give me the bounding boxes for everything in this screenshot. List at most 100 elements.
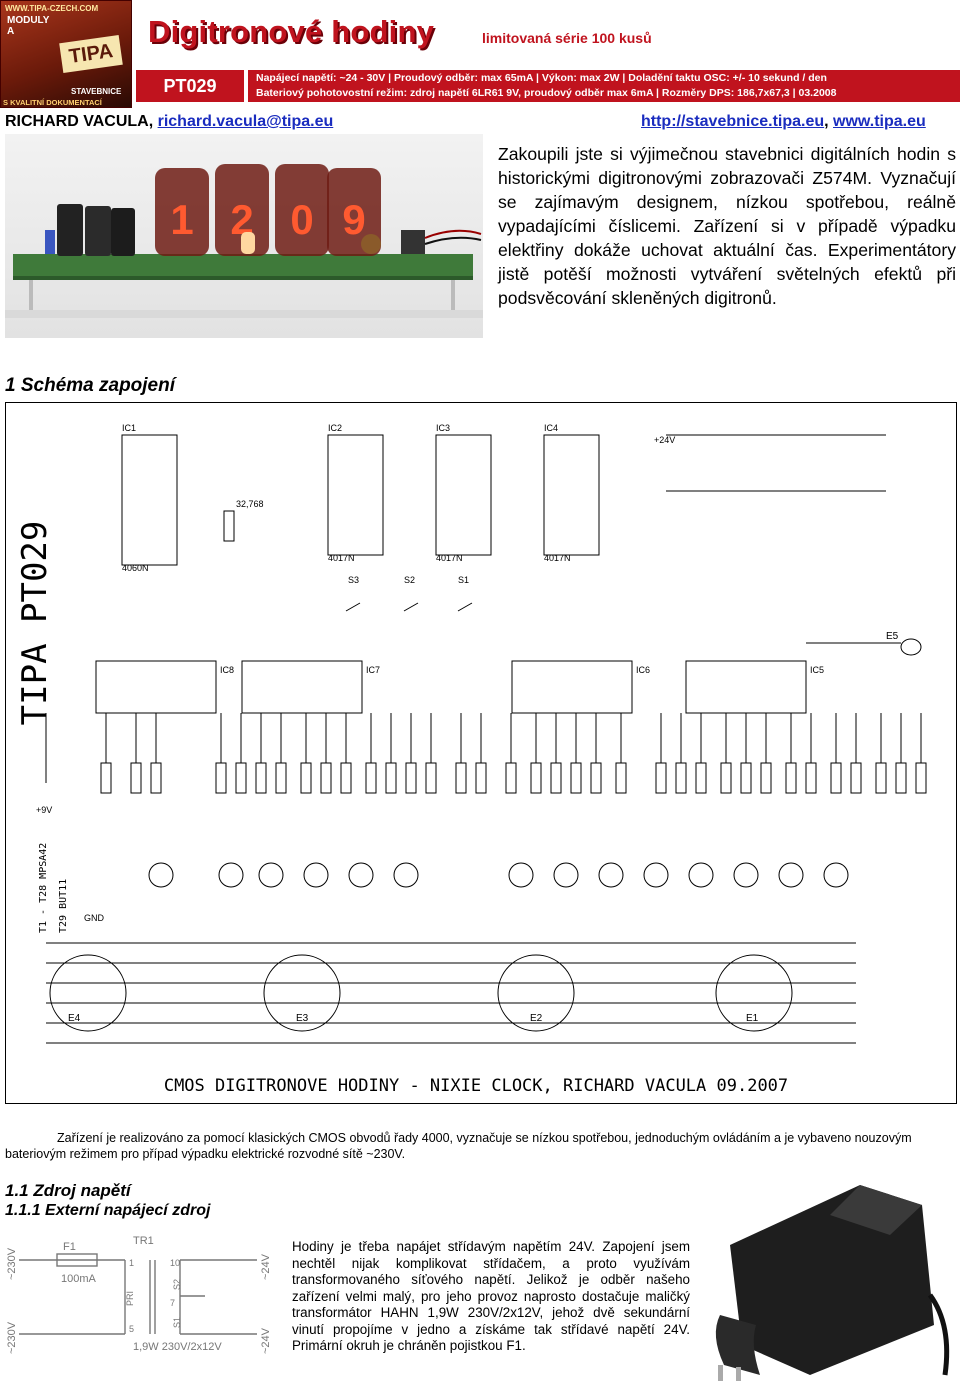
psu-input-bottom-label: ~230V	[6, 1321, 18, 1354]
switch-s1-label: S1	[458, 575, 469, 585]
ic6-label: IC6	[636, 665, 650, 675]
logo-doc-text: S KVALITNÍ DOKUMENTACÍ	[3, 98, 102, 107]
web-link-separator: ,	[824, 113, 834, 130]
power-wire-red	[424, 229, 482, 239]
product-photo-drawing: 1 2 0 9	[5, 164, 483, 318]
tube-e2-symbol	[497, 954, 575, 1032]
trimmer	[45, 230, 55, 254]
adapter-plug	[715, 1315, 760, 1375]
rail-24v-label: +24V	[654, 435, 675, 445]
author-line: RICHARD VACULA, richard.vacula@tipa.eu	[5, 113, 333, 131]
psu-input-top-label: ~230V	[6, 1247, 18, 1280]
psu-secondary-s2-label: S2	[172, 1279, 182, 1290]
spec-line-2: Bateriový pohotovostní režim: zdroj napě…	[256, 87, 837, 99]
logo-brand-text: TIPA	[59, 34, 123, 74]
logo-url-text: WWW.TIPA-CZECH.COM	[5, 4, 99, 13]
psu-transformer-rating: 1,9W 230V/2x12V	[133, 1341, 222, 1353]
ic4-part: 4017N	[544, 553, 571, 563]
ic2-part: 4017N	[328, 553, 355, 563]
psu-pin-5: 5	[129, 1324, 134, 1334]
tube-e5-symbol	[900, 638, 922, 656]
standoff-left	[29, 280, 33, 316]
regulator	[401, 230, 425, 254]
nixie-tubes: 1 2 0 9	[155, 164, 381, 256]
tube-e2-label: E2	[530, 1013, 543, 1024]
ic1-part: 4060N	[122, 563, 149, 573]
buzzer	[361, 234, 381, 254]
psu-schematic-drawing: ~230V ~230V F1 100mA TR1 1 5 10 7 PRI S2…	[6, 1235, 272, 1354]
transistor-row	[148, 862, 849, 888]
psu-pin-1: 1	[129, 1258, 134, 1268]
ic4-body	[543, 434, 600, 556]
psu-fuse-label: F1	[63, 1241, 76, 1253]
psu-pin-10: 10	[170, 1258, 180, 1268]
switch-s3-label: S3	[348, 575, 359, 585]
power-wire-black	[424, 236, 482, 245]
ic8-body	[95, 660, 217, 714]
ic1-body	[121, 434, 178, 566]
schematic-drawing: TIPA PT029 IC1 IC2 IC3 IC4 4060N 4017N 4…	[15, 423, 927, 1096]
rail-gnd-label: GND	[84, 913, 105, 923]
nixie-digit-4: 9	[342, 196, 365, 243]
psu-paragraph: Hodiny je třeba napájet střídavým napětí…	[292, 1239, 690, 1353]
psu-fuse-value: 100mA	[61, 1273, 97, 1285]
nixie-tube-4	[327, 168, 381, 256]
product-photo: 1 2 0 9	[5, 134, 483, 338]
logo-moduly-text: MODULY A	[7, 15, 50, 37]
ic3-body	[435, 434, 492, 556]
spec-line-1: Napájecí napětí: ~24 - 30V | Proudový od…	[256, 72, 827, 84]
ic3-label: IC3	[436, 423, 450, 433]
pcb-board	[13, 254, 473, 276]
power-adapter-photo	[690, 1175, 960, 1382]
nixie-digit-3: 0	[290, 196, 313, 243]
document-subtitle: limitovaná série 100 kusů	[482, 30, 652, 46]
standoff-right	[451, 280, 455, 316]
web-link-tipa[interactable]: www.tipa.eu	[833, 113, 926, 130]
neon-lamp	[241, 232, 255, 254]
nixie-tube-1	[155, 168, 209, 256]
tube-e3-symbol	[263, 954, 341, 1032]
section-heading-zdroj: 1.1 Zdroj napětí	[5, 1181, 131, 1200]
nixie-digit-1: 1	[170, 196, 193, 243]
document-title: Digitronové hodiny	[148, 14, 435, 49]
intro-paragraph: Zakoupili jste si výjimečnou stavebnici …	[498, 144, 956, 308]
schematic-caption: Zařízení je realizováno za pomocí klasic…	[5, 1131, 912, 1161]
resistor-row	[100, 762, 927, 794]
ic2-label: IC2	[328, 423, 342, 433]
section-heading-schema: 1 Schéma zapojení	[5, 375, 176, 396]
web-links: http://stavebnice.tipa.eu, www.tipa.eu	[641, 113, 926, 131]
ic3-part: 4017N	[436, 553, 463, 563]
brand-logo: WWW.TIPA-CZECH.COM MODULY A TIPA STAVEBN…	[0, 0, 132, 108]
logo-stavebnice-text: STAVEBNICE	[71, 87, 122, 96]
transistor-note-2: T29 BUT11	[58, 879, 69, 933]
tube-e3-label: E3	[296, 1013, 309, 1024]
tube-e4-symbol	[49, 954, 127, 1032]
crystal-body	[223, 510, 235, 542]
web-link-stavebnice[interactable]: http://stavebnice.tipa.eu	[641, 113, 825, 130]
psu-pin-7: 7	[170, 1298, 175, 1308]
author-email-link[interactable]: richard.vacula@tipa.eu	[157, 113, 334, 130]
power-adapter-drawing	[715, 1185, 950, 1381]
ic8-label: IC8	[220, 665, 234, 675]
tube-e1-symbol	[715, 954, 793, 1032]
author-name: RICHARD VACULA,	[5, 113, 158, 130]
tube-e4-label: E4	[68, 1013, 81, 1024]
tube-e1-label: E1	[746, 1013, 759, 1024]
ic7-body	[241, 660, 363, 714]
product-code: PT029	[136, 70, 244, 102]
adapter-cable	[927, 1293, 950, 1376]
ic6-body	[511, 660, 633, 714]
pcb-edge	[13, 276, 473, 280]
section-heading-externi-zdroj: 1.1.1 Externí napájecí zdroj	[5, 1202, 211, 1219]
nixie-tube-2	[215, 164, 269, 256]
adapter-pin-2	[736, 1367, 741, 1381]
ic5-body	[685, 660, 807, 714]
nixie-tube-3	[275, 164, 329, 256]
adapter-pin-1	[718, 1365, 723, 1381]
ic7-label: IC7	[366, 665, 380, 675]
switch-s2-label: S2	[404, 575, 415, 585]
capacitor-1	[57, 204, 83, 256]
psu-primary-label: PRI	[125, 1291, 135, 1306]
capacitor-2	[85, 206, 111, 256]
psu-output-bottom-label: ~24V	[260, 1327, 272, 1354]
